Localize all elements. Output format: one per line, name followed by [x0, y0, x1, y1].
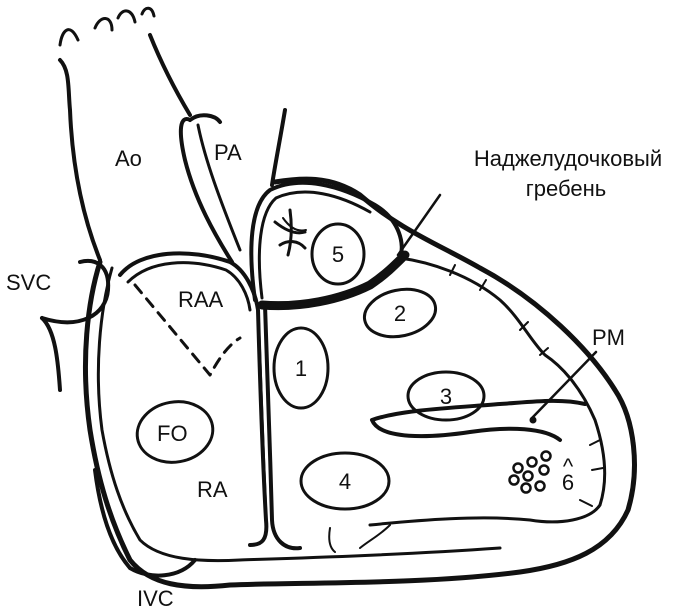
label-crest-line1: Наджелудочковый: [474, 146, 662, 171]
label-pa: PA: [214, 140, 242, 165]
ivc-outline: [95, 470, 195, 576]
label-pm: PM: [592, 325, 625, 350]
region-6-holes: [510, 452, 551, 493]
region-label-4: 4: [339, 469, 351, 494]
pulmonary-artery-outline: [181, 110, 285, 262]
region-6-caret: ^: [563, 454, 574, 479]
region-label-5: 5: [332, 242, 344, 267]
pulmonary-valve: [275, 210, 306, 255]
label-svc: SVC: [6, 270, 51, 295]
label-ivc: IVC: [137, 586, 174, 611]
pm-dot: [530, 417, 537, 424]
label-crest-line2: гребень: [526, 176, 606, 201]
region-label-3: 3: [440, 384, 452, 409]
region-label-1: 1: [295, 356, 307, 381]
pm-pointer-line: [532, 352, 596, 418]
label-fo: FO: [157, 421, 188, 446]
label-raa: RAA: [178, 287, 224, 312]
label-ao: Ao: [115, 146, 142, 171]
region-label-2: 2: [394, 301, 406, 326]
label-ra: RA: [197, 477, 228, 502]
aorta-outline: [60, 8, 190, 260]
